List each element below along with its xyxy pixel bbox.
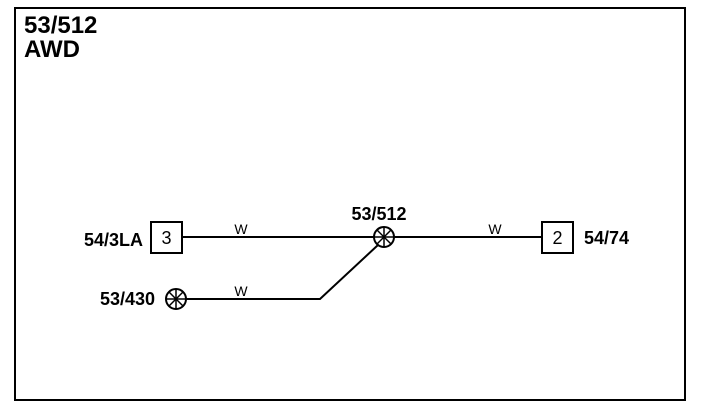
connector-left-box: [150, 221, 183, 254]
splice-label: 53/512: [351, 204, 406, 224]
connector-left-label: 54/3LA: [84, 230, 143, 250]
ground-connector-label: 53/430: [100, 289, 155, 309]
wire-color-bottom: W: [234, 283, 248, 299]
ground-splice-symbol-icon: [165, 288, 187, 310]
splice-symbol-icon: [373, 226, 395, 248]
connector-right-pin: 2: [552, 228, 562, 248]
connector-right-label: 54/74: [584, 228, 629, 248]
splice-id-title: 53/512: [24, 12, 98, 39]
wire-ground-to-splice: [186, 244, 379, 300]
connector-left-pin: 3: [161, 228, 171, 248]
connector-right-box: [541, 221, 574, 254]
variant-title: AWD: [24, 36, 80, 63]
diagram-frame: [14, 7, 686, 401]
wire-color-top-right: W: [488, 221, 502, 237]
wire-color-top-left: W: [234, 221, 248, 237]
